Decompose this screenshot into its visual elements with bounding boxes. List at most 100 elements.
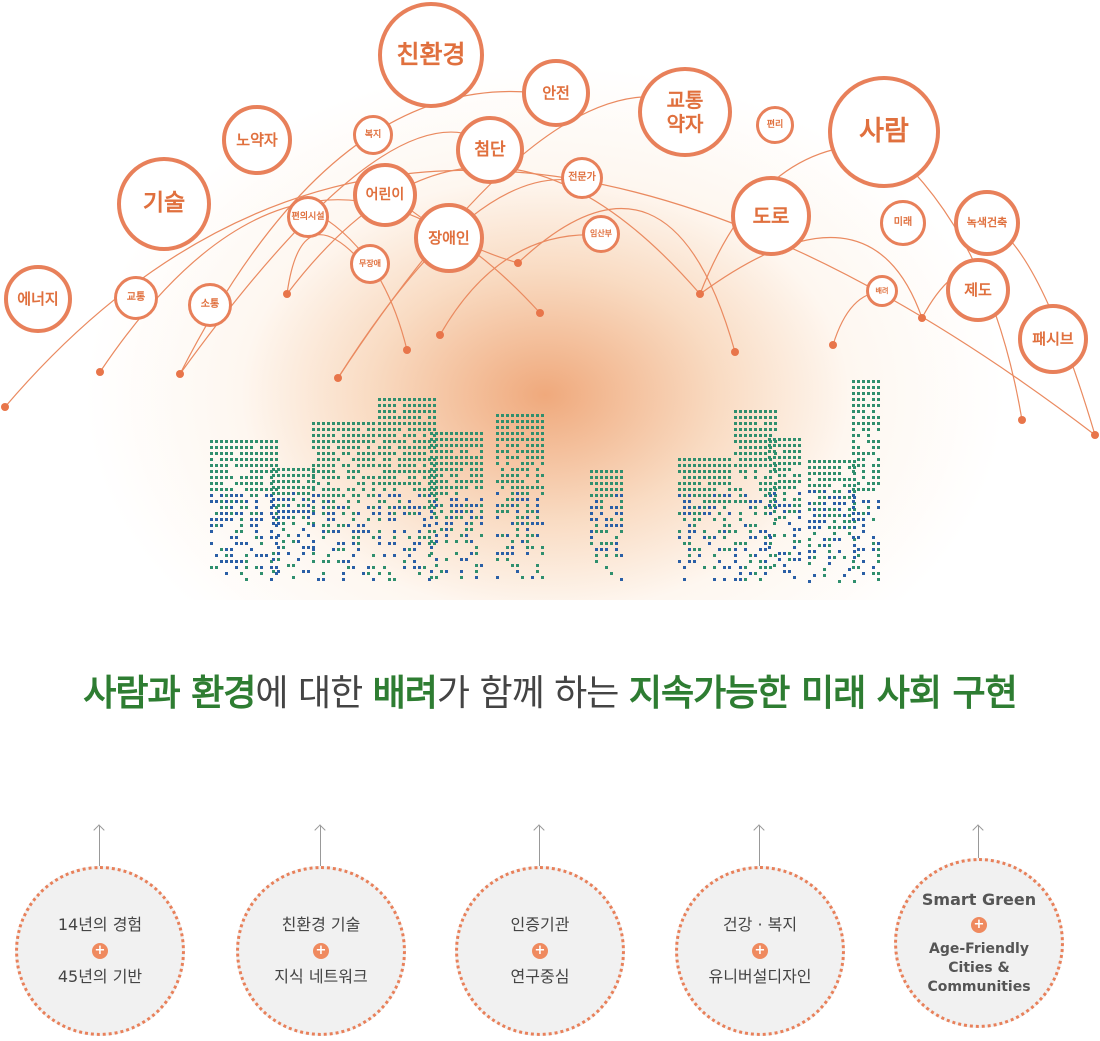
slogan-text: 가 함께 하는 — [436, 673, 629, 714]
window-pixel — [423, 470, 426, 473]
window-pixel — [287, 474, 290, 477]
keyword-technology: 기술 — [117, 157, 211, 251]
window-pixel — [828, 460, 831, 463]
window-pixel — [590, 512, 593, 515]
window-pixel — [536, 516, 539, 519]
window-pixel — [838, 514, 841, 517]
window-pixel — [774, 482, 777, 485]
window-pixel — [240, 524, 243, 527]
window-pixel — [428, 494, 431, 497]
window-pixel — [260, 458, 263, 461]
window-pixel — [347, 440, 350, 443]
window-pixel — [408, 482, 411, 485]
window-pixel — [383, 440, 386, 443]
window-pixel — [312, 506, 315, 509]
window-pixel — [852, 494, 855, 497]
pillar-technology: 친환경 기술 + 지식 네트워크 — [236, 822, 406, 1036]
window-pixel — [698, 458, 701, 461]
window-pixel — [465, 510, 468, 513]
window-pixel — [853, 556, 856, 559]
window-pixel — [430, 486, 433, 489]
window-pixel — [536, 534, 539, 537]
window-pixel — [818, 544, 821, 547]
window-pixel — [357, 524, 360, 527]
window-pixel — [342, 578, 345, 581]
window-pixel — [378, 416, 381, 419]
window-pixel — [536, 510, 539, 513]
window-pixel — [734, 530, 737, 533]
window-pixel — [225, 494, 228, 497]
window-pixel — [440, 444, 443, 447]
window-pixel — [713, 500, 716, 503]
window-pixel — [852, 518, 855, 521]
window-pixel — [352, 488, 355, 491]
window-pixel — [455, 468, 458, 471]
window-pixel — [272, 516, 275, 519]
window-pixel — [367, 446, 370, 449]
window-pixel — [455, 498, 458, 501]
window-pixel — [862, 416, 865, 419]
window-pixel — [813, 484, 816, 487]
window-pixel — [506, 474, 509, 477]
window-pixel — [378, 500, 381, 503]
window-pixel — [693, 476, 696, 479]
window-pixel — [744, 476, 747, 479]
window-pixel — [857, 452, 860, 455]
window-pixel — [378, 476, 381, 479]
window-pixel — [240, 560, 243, 563]
window-pixel — [277, 570, 280, 573]
window-pixel — [808, 550, 811, 553]
window-pixel — [430, 510, 433, 513]
window-pixel — [818, 478, 821, 481]
window-pixel — [526, 438, 529, 441]
window-pixel — [398, 446, 401, 449]
window-pixel — [210, 470, 213, 473]
window-pixel — [272, 558, 275, 561]
window-pixel — [367, 494, 370, 497]
window-pixel — [255, 554, 258, 557]
window-pixel — [322, 512, 325, 515]
window-pixel — [372, 578, 375, 581]
window-pixel — [778, 480, 781, 483]
window-pixel — [516, 414, 519, 417]
window-pixel — [600, 500, 603, 503]
window-pixel — [749, 464, 752, 467]
window-pixel — [693, 524, 696, 527]
window-pixel — [215, 554, 218, 557]
window-pixel — [445, 570, 448, 573]
window-pixel — [749, 572, 752, 575]
window-pixel — [744, 500, 747, 503]
window-pixel — [327, 422, 330, 425]
window-pixel — [501, 534, 504, 537]
window-pixel — [388, 572, 391, 575]
window-pixel — [693, 530, 696, 533]
window-pixel — [342, 422, 345, 425]
window-pixel — [778, 462, 781, 465]
window-pixel — [352, 434, 355, 437]
node-dot — [96, 368, 104, 376]
window-pixel — [270, 464, 273, 467]
window-pixel — [383, 416, 386, 419]
window-pixel — [327, 428, 330, 431]
window-pixel — [235, 494, 238, 497]
window-pixel — [764, 410, 767, 413]
window-pixel — [813, 514, 816, 517]
window-pixel — [240, 500, 243, 503]
window-pixel — [773, 462, 776, 465]
window-pixel — [541, 420, 544, 423]
window-pixel — [383, 422, 386, 425]
window-pixel — [788, 438, 791, 441]
window-pixel — [857, 422, 860, 425]
window-pixel — [698, 506, 701, 509]
window-pixel — [398, 506, 401, 509]
window-pixel — [749, 440, 752, 443]
window-pixel — [838, 526, 841, 529]
window-pixel — [450, 474, 453, 477]
window-pixel — [739, 494, 742, 497]
window-pixel — [423, 428, 426, 431]
window-pixel — [713, 482, 716, 485]
window-pixel — [413, 488, 416, 491]
window-pixel — [818, 460, 821, 463]
window-pixel — [332, 530, 335, 533]
window-pixel — [322, 470, 325, 473]
